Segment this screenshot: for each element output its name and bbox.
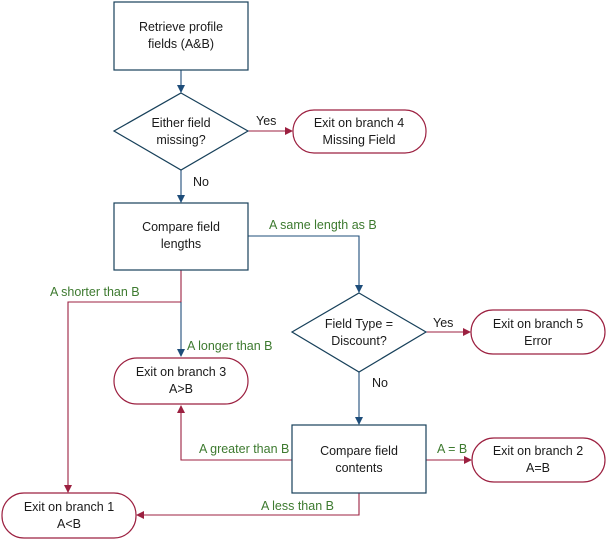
node-label-line: Compare field	[142, 220, 220, 234]
edge-label-longer: A longer than B	[187, 339, 272, 353]
node-label-line: lengths	[161, 237, 201, 251]
node-label-line: Exit on branch 5	[493, 317, 583, 331]
node-label-line: Discount?	[331, 334, 387, 348]
node-label-line: Exit on branch 4	[314, 116, 404, 130]
node-label-line: Compare field	[320, 444, 398, 458]
node-label-line: A<B	[57, 517, 81, 531]
edge-label-equal: A = B	[437, 442, 467, 456]
edge-lengths-to-field-type	[248, 235, 363, 293]
node-label-line: Either field	[151, 116, 210, 130]
edge-label-yes-missing: Yes	[256, 114, 276, 128]
node-compare-field-lengths: Compare field lengths	[113, 202, 249, 271]
node-label-line: Retrieve profile	[139, 20, 223, 34]
terminal-exit-branch-4: Exit on branch 4 Missing Field	[292, 109, 427, 154]
node-retrieve-profile: Retrieve profile fields (A&B)	[113, 1, 249, 71]
edge-label-no-discount: No	[372, 376, 388, 390]
terminal-exit-branch-2: Exit on branch 2 A=B	[471, 437, 606, 483]
node-compare-field-contents: Compare field contents	[291, 424, 427, 494]
node-label-line: Field Type =	[325, 317, 393, 331]
edge-lengths-to-exit1	[64, 270, 182, 493]
terminal-exit-branch-1: Exit on branch 1 A<B	[1, 492, 137, 539]
node-label-line: Exit on branch 2	[493, 444, 583, 458]
node-label-line: contents	[335, 461, 382, 475]
terminal-exit-branch-3: Exit on branch 3 A>B	[113, 357, 249, 405]
edge-contents-to-exit1	[136, 493, 360, 519]
edge-label-no-missing: No	[193, 175, 209, 189]
terminal-exit-branch-5: Exit on branch 5 Error	[470, 309, 606, 355]
edge-label-same-length: A same length as B	[269, 218, 377, 232]
node-label-line: fields (A&B)	[148, 37, 214, 51]
node-label-line: Missing Field	[323, 133, 396, 147]
node-label-line: Exit on branch 3	[136, 365, 226, 379]
decision-field-type-discount: Field Type = Discount?	[290, 292, 428, 373]
node-label-line: A=B	[526, 461, 550, 475]
node-label-line: Exit on branch 1	[24, 500, 114, 514]
edge-label-yes-discount: Yes	[433, 316, 453, 330]
node-label-line: Error	[524, 334, 552, 348]
node-label-line: missing?	[156, 133, 205, 147]
node-label-line: A>B	[169, 382, 193, 396]
edge-contents-to-exit3	[177, 405, 292, 461]
edge-label-less: A less than B	[261, 499, 334, 513]
edge-label-shorter: A shorter than B	[50, 285, 140, 299]
edge-label-greater: A greater than B	[199, 442, 289, 456]
decision-field-missing: Either field missing?	[112, 92, 250, 171]
